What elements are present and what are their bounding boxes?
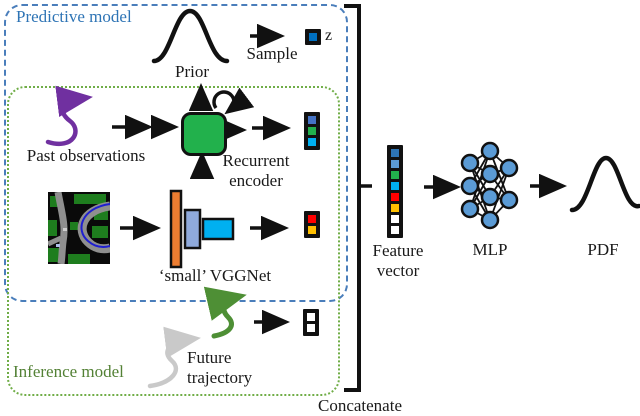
future-output-vector — [303, 309, 319, 336]
encoder-output-vector — [304, 112, 320, 150]
vector-cell — [391, 204, 399, 212]
vector-cell — [391, 160, 399, 168]
feature-vector — [387, 145, 403, 238]
vector-cell — [308, 226, 316, 234]
predictive-model-label: Predictive model — [16, 7, 132, 26]
vector-cell — [307, 324, 315, 332]
feature-vector-label: Feature vector — [372, 241, 424, 281]
vector-cell — [391, 171, 399, 179]
future-trajectory-label: Future trajectory — [187, 348, 253, 388]
vector-cell — [308, 116, 316, 124]
latent-z-vector — [305, 29, 321, 45]
vector-cell — [391, 149, 399, 157]
recurrent-encoder-block — [181, 112, 227, 156]
prior-label: Prior — [175, 62, 209, 81]
vector-cell — [391, 226, 399, 234]
vector-cell — [308, 215, 316, 223]
vector-cell — [391, 182, 399, 190]
vector-cell — [308, 138, 316, 146]
mlp-network-icon — [460, 141, 519, 230]
vggnet-output-vector — [304, 211, 320, 238]
vggnet-label: ‘small’ VGGNet — [158, 266, 272, 285]
inference-model-label: Inference model — [13, 362, 124, 381]
sample-label: Sample — [246, 44, 298, 63]
pdf-gaussian-curve-icon — [569, 155, 640, 213]
vector-cell — [307, 313, 315, 321]
vector-cell — [309, 33, 317, 41]
mlp-label: MLP — [472, 240, 508, 259]
concatenate-label: Concatenate — [317, 396, 402, 415]
z-label: z — [325, 27, 333, 44]
past-observations-label: Past observations — [26, 146, 146, 165]
vector-cell — [391, 215, 399, 223]
vector-cell — [308, 127, 316, 135]
recurrent-encoder-label: Recurrent encoder — [222, 151, 290, 191]
inference-model-box — [7, 86, 340, 396]
pdf-label: PDF — [587, 240, 619, 259]
vector-cell — [391, 193, 399, 201]
